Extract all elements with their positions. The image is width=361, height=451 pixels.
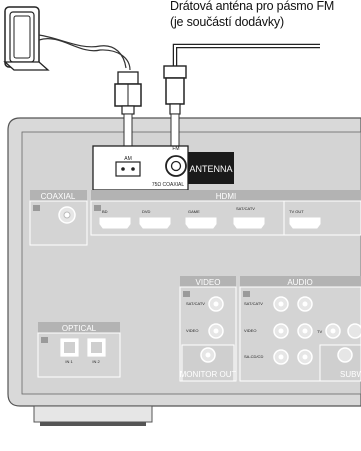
hdmi-port-sat-catv: SAT/CATV <box>233 206 265 229</box>
video-row-label: VIDEO <box>186 328 198 333</box>
monitor-out-label: MONITOR OUT <box>180 370 237 379</box>
optical-port-label: IN 1 <box>65 359 73 364</box>
optical-section: OPTICAL IN 1 IN 2 <box>37 322 121 378</box>
antenna-label: ANTENNA <box>189 164 232 174</box>
audio-section: AUDIO SAT/CATV VIDEO TV SA-CD/CD SUBWOOF… <box>239 276 361 382</box>
caption-line-2: (je součástí dodávky) <box>170 15 284 29</box>
am-plug <box>114 71 142 115</box>
fm-terminal-label: FM <box>172 146 179 152</box>
am-terminal-label: AM <box>124 156 132 162</box>
hdmi-port-bd: BD <box>99 209 131 229</box>
fm-impedance-label: 75Ω COAXIAL <box>152 182 185 188</box>
optical-port-label: IN 2 <box>92 359 100 364</box>
hdmi-port-tv-out: TV OUT <box>289 209 321 229</box>
video-label: VIDEO <box>196 278 221 287</box>
hdmi-port-label: BD <box>102 209 108 214</box>
subwoofer-label: SUBWOOFER OUT <box>340 370 361 379</box>
optical-label: OPTICAL <box>62 324 97 333</box>
hdmi-port-label: SAT/CATV <box>236 206 255 211</box>
hdmi-port-label: DVD <box>142 209 151 214</box>
audio-label: AUDIO <box>287 278 312 287</box>
hdmi-port-label: GAME <box>188 209 200 214</box>
audio-row-label: SAT/CATV <box>244 301 263 306</box>
coaxial-section: COAXIAL <box>29 190 88 246</box>
hdmi-label: HDMI <box>216 192 236 201</box>
hdmi-port-game: GAME <box>185 209 217 229</box>
fm-wire-antenna <box>163 43 320 115</box>
fm-antenna-caption: Drátová anténa pro pásmo FM (je součástí… <box>170 0 361 30</box>
am-loop-antenna <box>3 6 131 71</box>
antenna-terminal: ANTENNA AM FM 75Ω COAXIAL <box>92 145 234 191</box>
hdmi-port-label: TV OUT <box>289 209 304 214</box>
audio-row-label: SA-CD/CD <box>244 354 263 359</box>
hdmi-section: HDMI BD DVD GAME SAT/CATV TV OUT <box>90 190 361 236</box>
caption-line-1: Drátová anténa pro pásmo FM <box>170 0 335 13</box>
audio-row-label: VIDEO <box>244 328 256 333</box>
audio-tv-label: TV <box>317 329 322 334</box>
coaxial-label: COAXIAL <box>41 192 76 201</box>
video-row-label: SAT/CATV <box>186 301 205 306</box>
hdmi-port-dvd: DVD <box>139 209 171 229</box>
video-section: VIDEO SAT/CATV VIDEO MONITOR OUT <box>179 276 237 382</box>
